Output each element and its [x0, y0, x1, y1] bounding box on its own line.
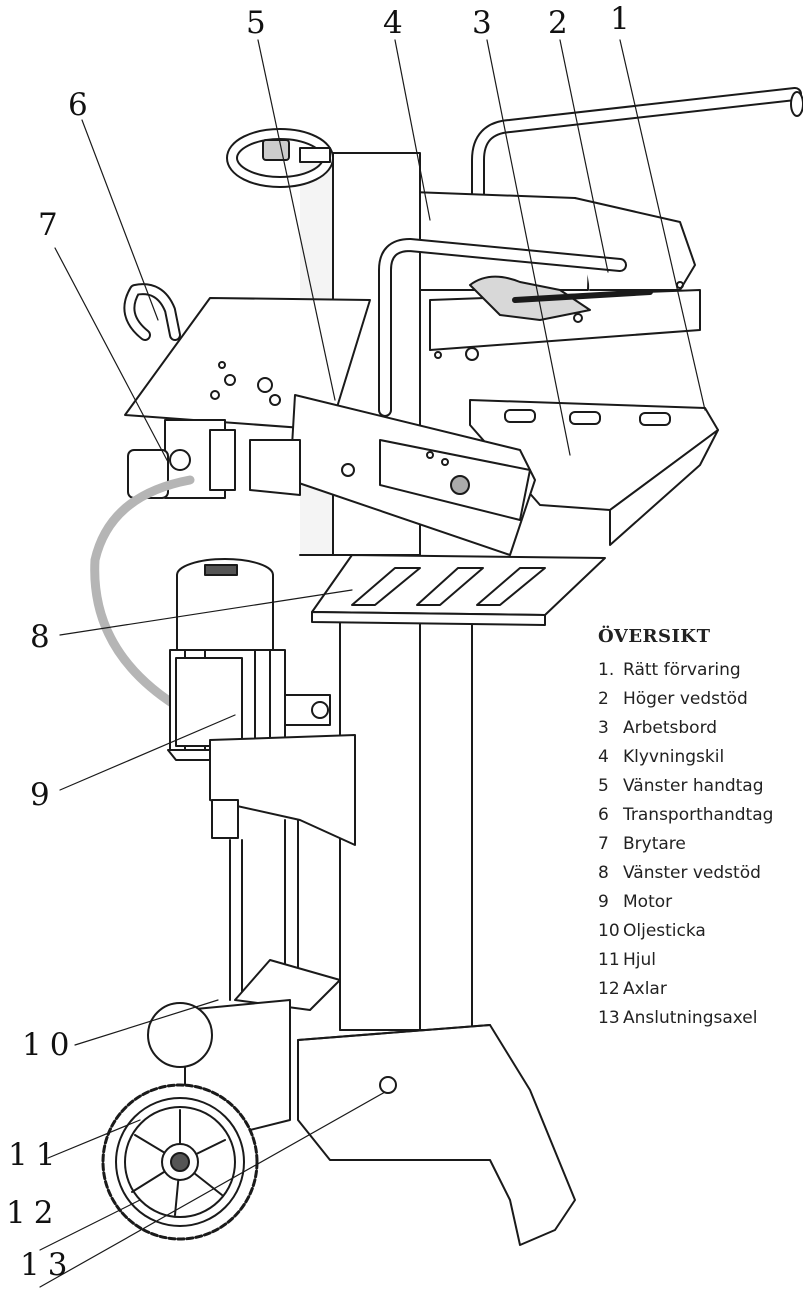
- legend-item-number: 8: [598, 862, 609, 883]
- legend-item: 2 Höger vedstöd: [598, 684, 773, 713]
- right-log-support: [411, 191, 701, 361]
- callout-4: 4: [383, 5, 403, 41]
- legend-item-label: Vänster vedstöd: [623, 862, 761, 883]
- callout-2: 2: [548, 5, 568, 41]
- legend-item-number: 10: [598, 920, 620, 941]
- callout-11: 11: [8, 1137, 64, 1173]
- wheel: [101, 1002, 259, 1241]
- legend-item-label: Arbetsbord: [623, 717, 718, 738]
- legend-item: 6 Transporthandtag: [598, 800, 773, 829]
- left-table-plate: [123, 283, 371, 431]
- legend-item-number: 2: [598, 688, 609, 709]
- legend-item-number: 1.: [598, 659, 615, 680]
- legend-item-number: 11: [598, 949, 620, 970]
- legend-item-number: 13: [598, 1007, 620, 1028]
- callout-6: 6: [68, 87, 88, 123]
- legend-item-label: Rätt förvaring: [623, 659, 741, 680]
- callout-7: 7: [38, 207, 58, 243]
- motor: [167, 558, 331, 761]
- legend-item-number: 4: [598, 746, 609, 767]
- legend-item: 4 Klyvningskil: [598, 742, 773, 771]
- legend-item-number: 3: [598, 717, 609, 738]
- legend-item-label: Vänster handtag: [623, 775, 764, 796]
- callout-12: 12: [6, 1195, 62, 1231]
- legend-item: 8 Vänster vedstöd: [598, 858, 773, 887]
- legend-item: 1. Rätt förvaring: [598, 655, 773, 684]
- legend-item-number: 7: [598, 833, 609, 854]
- legend-item-label: Motor: [623, 891, 673, 912]
- power-cable: [90, 475, 195, 710]
- callout-8: 8: [30, 619, 50, 655]
- callout-1: 1: [610, 1, 630, 37]
- left-handle: [226, 128, 334, 188]
- legend-item-number: 6: [598, 804, 609, 825]
- legend-item-label: Brytare: [623, 833, 686, 854]
- legend-item: 3 Arbetsbord: [598, 713, 773, 742]
- callout-10: 10: [22, 1027, 78, 1063]
- legend-item-number: 5: [598, 775, 609, 796]
- legend-item-label: Transporthandtag: [623, 804, 774, 825]
- cylinder-bracket: [209, 734, 356, 1011]
- callout-5: 5: [246, 5, 266, 41]
- legend-item: 7 Brytare: [598, 829, 773, 858]
- legend-item: 9 Motor: [598, 887, 773, 916]
- callout-13: 13: [20, 1247, 76, 1283]
- work-table: [249, 394, 719, 556]
- legend-item-label: Anslutningsaxel: [623, 1007, 758, 1028]
- switch-box: [127, 419, 236, 499]
- legend-item-label: Hjul: [623, 949, 657, 970]
- legend-item-label: Klyvningskil: [623, 746, 725, 767]
- legend-item-number: 12: [598, 978, 620, 999]
- leader-lines: [39, 39, 706, 1288]
- wedge-handle: [378, 238, 627, 417]
- callout-9: 9: [30, 777, 50, 813]
- legend-item: 5 Vänster handtag: [598, 771, 773, 800]
- right-handle: [471, 87, 803, 257]
- legend-item-label: Höger vedstöd: [623, 688, 748, 709]
- callout-3: 3: [472, 5, 492, 41]
- legend-item-label: Oljesticka: [623, 920, 706, 941]
- legend-item-number: 9: [598, 891, 609, 912]
- legend-item-label: Axlar: [623, 978, 667, 999]
- overview-legend: ÖVERSIKT 1. Rätt förvaring 2 Höger vedstöd…: [598, 626, 773, 1032]
- left-log-support: [311, 554, 606, 626]
- legend-title: ÖVERSIKT: [598, 626, 711, 647]
